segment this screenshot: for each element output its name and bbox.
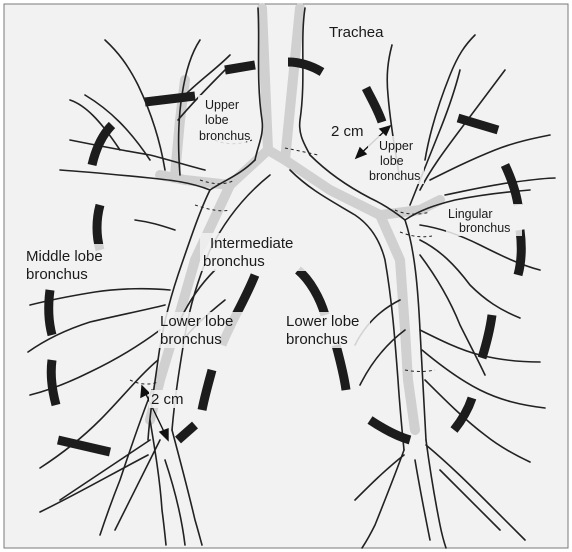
marker-right-lateral <box>51 360 56 405</box>
marker-lingula-lower <box>518 230 521 275</box>
marker-middle-lobe <box>49 290 52 335</box>
label-lower-left-2: bronchus <box>286 331 348 348</box>
label-right-upper-3: bronchus <box>199 129 250 143</box>
label-left-upper-2: lobe <box>380 154 404 168</box>
label-right-upper-2: lobe <box>205 113 229 127</box>
label-trachea: Trachea <box>329 24 384 41</box>
label-lower-right-2: bronchus <box>160 331 222 348</box>
label-intermediate-2: bronchus <box>203 253 265 270</box>
marker-trachea-left <box>225 65 255 70</box>
label-left-upper-3: bronchus <box>369 169 420 183</box>
label-lower-right-1: Lower lobe <box>160 313 233 330</box>
label-middle-1: Middle lobe <box>26 248 103 265</box>
label-distance-top: 2 cm <box>331 123 364 140</box>
label-lower-left-1: Lower lobe <box>286 313 359 330</box>
marker-right-upper-lower <box>97 205 100 250</box>
label-right-upper-1: Upper <box>205 98 239 112</box>
label-lingular-1: Lingular <box>448 207 492 221</box>
label-middle-2: bronchus <box>26 266 88 283</box>
label-distance-bottom: 2 cm <box>151 391 184 408</box>
label-intermediate-1: Intermediate <box>210 235 293 252</box>
marker-right-upper <box>145 96 195 102</box>
label-lingular-2: bronchus <box>459 221 510 235</box>
label-left-upper-1: Upper <box>379 139 413 153</box>
